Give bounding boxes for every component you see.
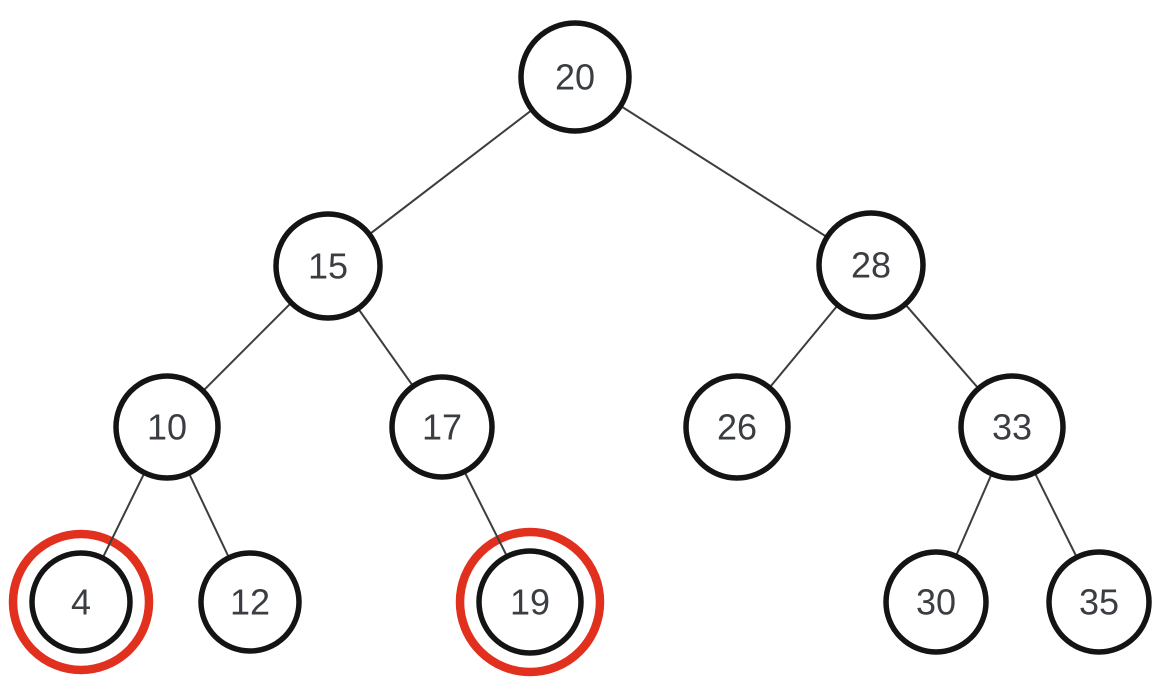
tree-node-26	[683, 373, 791, 481]
tree-node-19	[476, 548, 584, 656]
tree-node-label-20: 20	[555, 57, 595, 98]
tree-node-label-28: 28	[851, 245, 891, 286]
tree-node-33	[958, 373, 1066, 481]
tree-node-label-30: 30	[916, 582, 956, 623]
tree-node-4	[29, 550, 133, 654]
highlight-ring-4	[8, 529, 154, 675]
tree-node-28	[816, 210, 926, 320]
tree-node-label-19: 19	[510, 582, 550, 623]
tree-node-10	[113, 373, 221, 481]
tree-node-35	[1046, 549, 1152, 655]
tree-edge-20-28	[574, 76, 872, 266]
tree-node-label-10: 10	[147, 407, 187, 448]
tree-node-label-26: 26	[717, 407, 757, 448]
highlight-ring-19	[455, 527, 605, 677]
tree-node-label-4: 4	[71, 582, 91, 623]
tree-node-20	[518, 20, 632, 134]
tree-node-12	[198, 550, 302, 654]
tree-node-label-17: 17	[422, 407, 462, 448]
tree-node-15	[273, 211, 383, 321]
tree-node-label-15: 15	[308, 246, 348, 287]
tree-node-30	[883, 549, 989, 655]
tree-node-label-33: 33	[992, 407, 1032, 448]
tree-node-17	[389, 374, 495, 480]
tree-node-label-12: 12	[230, 582, 270, 623]
tree-node-label-35: 35	[1079, 582, 1119, 623]
